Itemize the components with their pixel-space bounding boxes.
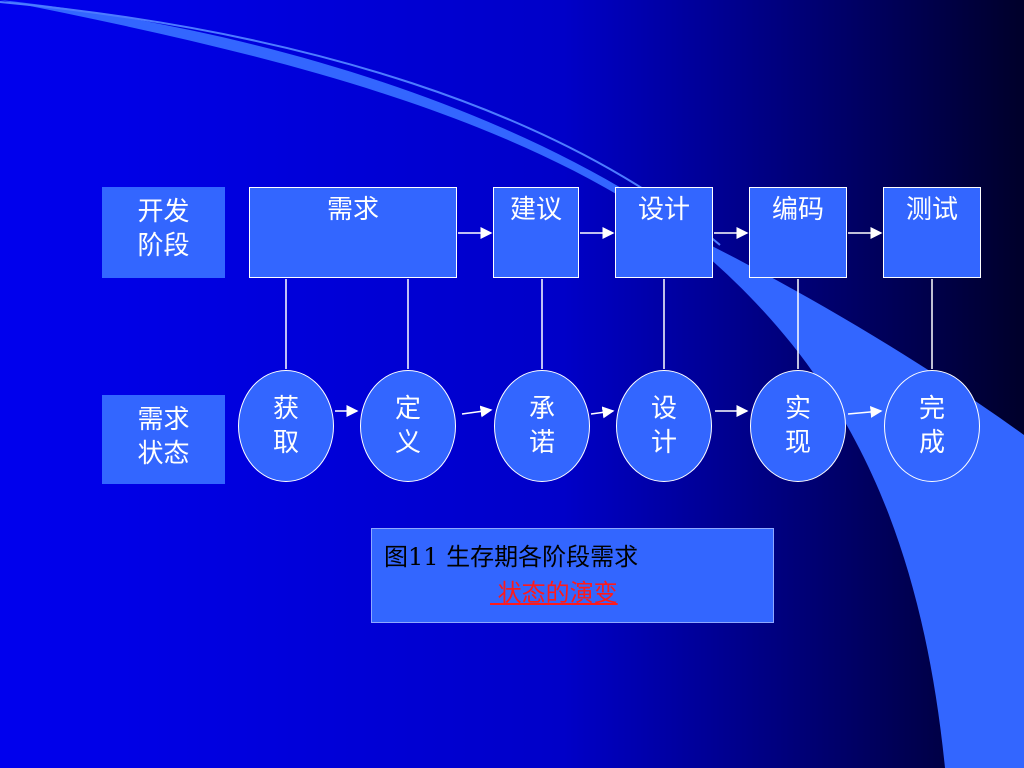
req-state-label: 需求 状态 xyxy=(102,395,225,484)
stage-box-suggestion: 建议 xyxy=(493,187,579,278)
figure-caption: 图11 生存期各阶段需求 状态的演变 xyxy=(371,528,774,623)
state-oval-commit: 承 诺 xyxy=(494,370,590,482)
stage-label: 设计 xyxy=(637,195,690,225)
stage-box-requirements: 需求 xyxy=(249,187,457,278)
state-oval-define: 定 义 xyxy=(360,370,456,482)
stage-label: 建议 xyxy=(509,195,562,225)
state-oval-design: 设 计 xyxy=(616,370,712,482)
state-char: 取 xyxy=(272,428,299,458)
state-char: 诺 xyxy=(528,428,555,458)
stage-box-design: 设计 xyxy=(615,187,713,278)
req-state-label-line1: 需求 xyxy=(137,405,190,435)
dev-stage-label-line2: 阶段 xyxy=(137,231,190,261)
stage-label: 编码 xyxy=(771,195,824,225)
arrow-commit-to-design xyxy=(590,406,615,419)
state-char: 义 xyxy=(394,428,421,458)
state-char: 成 xyxy=(918,428,945,458)
stage-box-coding: 编码 xyxy=(749,187,847,278)
state-char: 现 xyxy=(784,428,811,458)
state-char: 获 xyxy=(272,394,299,424)
state-char: 计 xyxy=(650,428,677,458)
arrow-implement-to-complete xyxy=(847,405,883,418)
caption-subtitle: 状态的演变 xyxy=(490,579,618,607)
state-char: 完 xyxy=(918,394,945,424)
state-oval-implement: 实 现 xyxy=(750,370,846,482)
req-state-label-line2: 状态 xyxy=(137,439,190,469)
state-oval-complete: 完 成 xyxy=(884,370,980,482)
caption-title: 图11 生存期各阶段需求 xyxy=(384,543,639,571)
state-char: 实 xyxy=(784,394,811,424)
state-char: 设 xyxy=(650,394,677,424)
stage-label: 测试 xyxy=(905,195,958,225)
state-oval-acquire: 获 取 xyxy=(238,370,334,482)
dev-stage-label: 开发 阶段 xyxy=(102,187,225,278)
state-char: 定 xyxy=(394,394,421,424)
arrow-define-to-commit xyxy=(461,405,493,418)
dev-stage-label-line1: 开发 xyxy=(137,197,190,227)
stage-box-testing: 测试 xyxy=(883,187,981,278)
stage-label: 需求 xyxy=(326,195,379,225)
state-char: 承 xyxy=(528,394,555,424)
